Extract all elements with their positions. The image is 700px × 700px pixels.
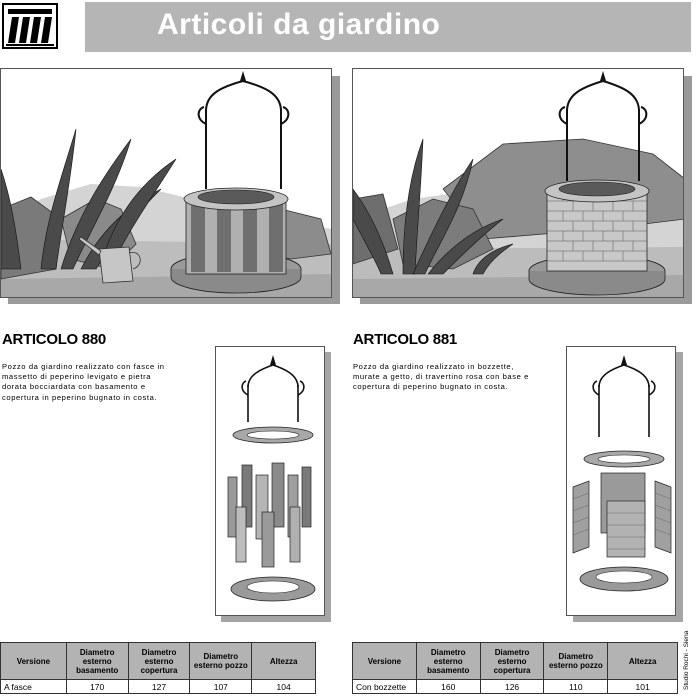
column-header: Diametro esterno copertura <box>479 642 545 680</box>
company-logo <box>2 3 58 49</box>
column-header: Altezza <box>607 642 678 680</box>
spec-table-880: Versione Diametro esterno basamento Diam… <box>0 642 316 694</box>
column-header: Diametro esterno pozzo <box>543 642 609 680</box>
watering-can-icon <box>78 236 141 284</box>
table-cell: 126 <box>479 679 545 694</box>
table-cell: 110 <box>543 679 609 694</box>
article-880-description: Pozzo da giardino realizzato con fasce i… <box>2 362 165 402</box>
exploded-well-881-illustration <box>572 355 672 592</box>
spec-table-881: Versione Diametro esterno basamento Diam… <box>352 642 678 694</box>
column-header: Versione <box>352 642 417 680</box>
table-cell: 101 <box>607 679 678 694</box>
column-header: Diametro esterno pozzo <box>189 642 253 680</box>
table-cell: Con bozzette <box>352 679 417 694</box>
table-cell: A fasce <box>0 679 67 694</box>
table-cell: 160 <box>415 679 481 694</box>
exploded-view-881 <box>566 346 676 616</box>
table-cell: 127 <box>127 679 191 694</box>
article-881-title: ARTICOLO 881 <box>353 331 457 348</box>
scene-article-880 <box>0 68 332 298</box>
table-cell: 170 <box>65 679 129 694</box>
header-bar: Articoli da giardino <box>85 2 691 52</box>
table-header-row: Versione Diametro esterno basamento Diam… <box>352 642 678 680</box>
article-881-description: Pozzo da giardino realizzato in bozzette… <box>353 362 530 392</box>
table-cell: 107 <box>189 679 253 694</box>
column-header: Altezza <box>251 642 316 680</box>
column-header: Diametro esterno basamento <box>65 642 129 680</box>
article-880-title: ARTICOLO 880 <box>2 331 106 348</box>
studio-credit: Studio Rochi - Siena <box>683 630 690 690</box>
table-header-row: Versione Diametro esterno basamento Diam… <box>0 642 316 680</box>
page-title: Articoli da giardino <box>157 8 441 41</box>
column-header: Diametro esterno copertura <box>127 642 191 680</box>
well-880-illustration <box>1 69 331 297</box>
exploded-well-880-illustration <box>227 355 316 602</box>
column-header: Versione <box>0 642 67 680</box>
scene-article-881 <box>352 68 684 298</box>
exploded-view-880 <box>215 346 325 616</box>
table-row: Con bozzette 160 126 110 101 <box>352 679 678 694</box>
table-row: A fasce 170 127 107 104 <box>0 679 316 694</box>
column-header: Diametro esterno basamento <box>415 642 481 680</box>
well-881-illustration <box>353 69 683 297</box>
table-cell: 104 <box>251 679 316 694</box>
